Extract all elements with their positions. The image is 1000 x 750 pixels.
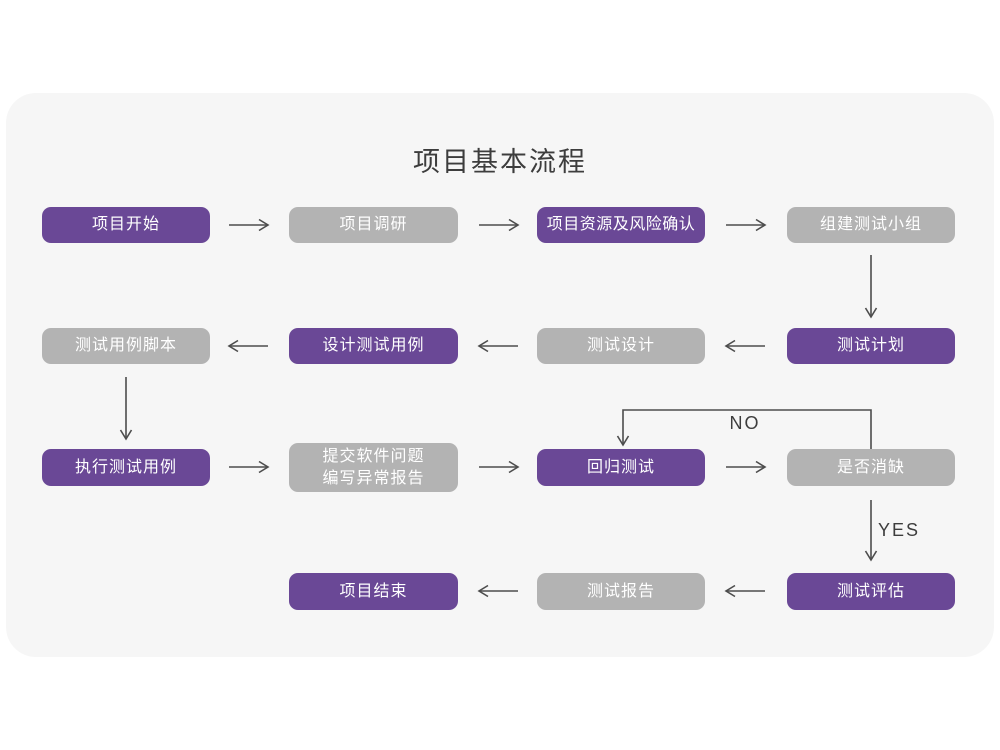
node-test-report: 测试报告 (537, 573, 705, 610)
node-label: 回归测试 (586, 458, 655, 476)
node-label: 测试用例脚本 (74, 337, 177, 354)
node-label: 设计测试用例 (322, 337, 425, 354)
node-test-evaluation: 测试评估 (787, 573, 955, 610)
node-submit-issues: 提交软件问题 编写异常报告 (289, 443, 458, 492)
node-label: 测试计划 (836, 337, 905, 354)
edge-label-no: NO (729, 413, 761, 433)
node-label: 项目调研 (339, 216, 408, 233)
node-label-line2: 编写异常报告 (322, 469, 425, 487)
node-project-research: 项目调研 (289, 207, 458, 243)
node-label: 项目资源及风险确认 (546, 216, 696, 233)
node-build-test-team: 组建测试小组 (787, 207, 955, 243)
node-label: 测试报告 (586, 582, 655, 600)
node-project-end: 项目结束 (289, 573, 458, 610)
node-label: 测试评估 (836, 582, 905, 600)
flowchart-card (6, 93, 994, 657)
node-defect-check: 是否消缺 (787, 449, 955, 486)
node-label-line1: 提交软件问题 (322, 447, 425, 465)
node-project-resources: 项目资源及风险确认 (537, 207, 705, 243)
node-label: 执行测试用例 (74, 458, 177, 476)
node-design-test-cases: 设计测试用例 (289, 328, 458, 364)
node-execute-test-cases: 执行测试用例 (42, 449, 210, 486)
node-label: 测试设计 (586, 337, 655, 354)
node-label: 项目开始 (91, 216, 160, 233)
node-test-case-script: 测试用例脚本 (42, 328, 210, 364)
node-label: 组建测试小组 (819, 216, 922, 233)
page-title: 项目基本流程 (413, 147, 587, 177)
node-project-start: 项目开始 (42, 207, 210, 243)
node-label: 项目结束 (339, 582, 408, 600)
node-label: 是否消缺 (836, 458, 905, 476)
node-regression-test: 回归测试 (537, 449, 705, 486)
node-test-design: 测试设计 (537, 328, 705, 364)
edge-label-yes: YES (878, 520, 921, 540)
node-test-plan: 测试计划 (787, 328, 955, 364)
